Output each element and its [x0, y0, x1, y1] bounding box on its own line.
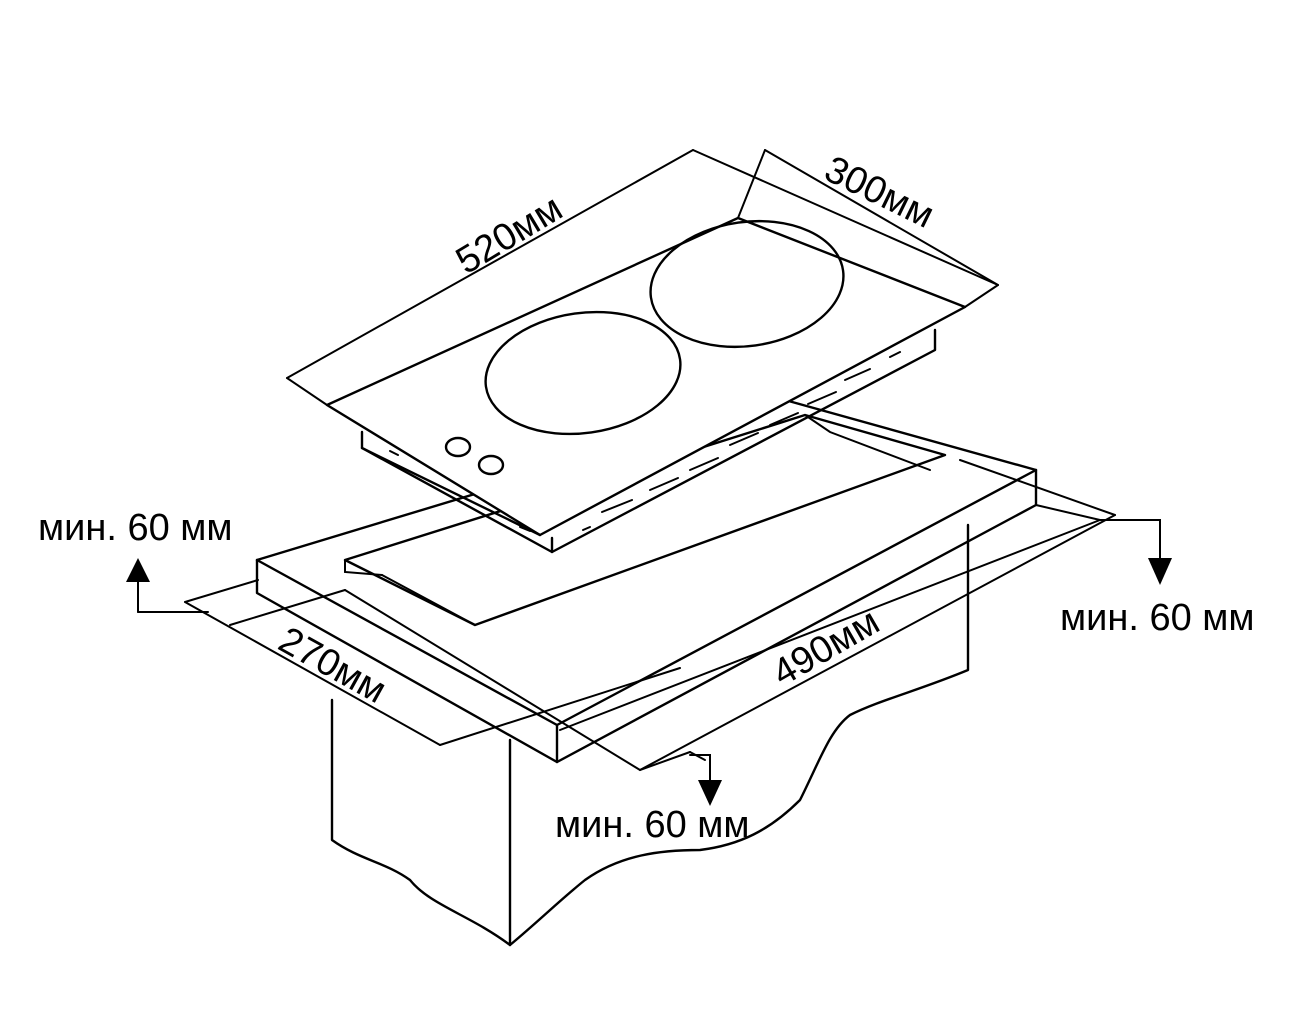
hob-width-label: 520мм: [449, 187, 570, 283]
hob-depth-label: 300мм: [818, 148, 940, 236]
arrow-down-icon: [689, 754, 722, 806]
clearance-left-label: мин. 60 мм: [38, 507, 233, 549]
burner-right: [649, 219, 845, 349]
knob-icon: [477, 454, 505, 476]
knob-icon: [444, 436, 472, 458]
clearance-right-label: мин. 60 мм: [1060, 597, 1255, 639]
arrow-down-icon: [1102, 519, 1172, 585]
vent-slots: [389, 351, 901, 532]
hob: [325, 216, 967, 554]
clearance-front-label: мин. 60 мм: [555, 804, 750, 846]
arrow-up-icon: [126, 558, 209, 613]
burner-left: [484, 310, 682, 436]
cutout-dimensions: [184, 459, 1161, 772]
hob-dimensions: [286, 149, 999, 406]
cutout-depth-label: 270мм: [272, 619, 394, 712]
cabinet: [330, 523, 970, 947]
